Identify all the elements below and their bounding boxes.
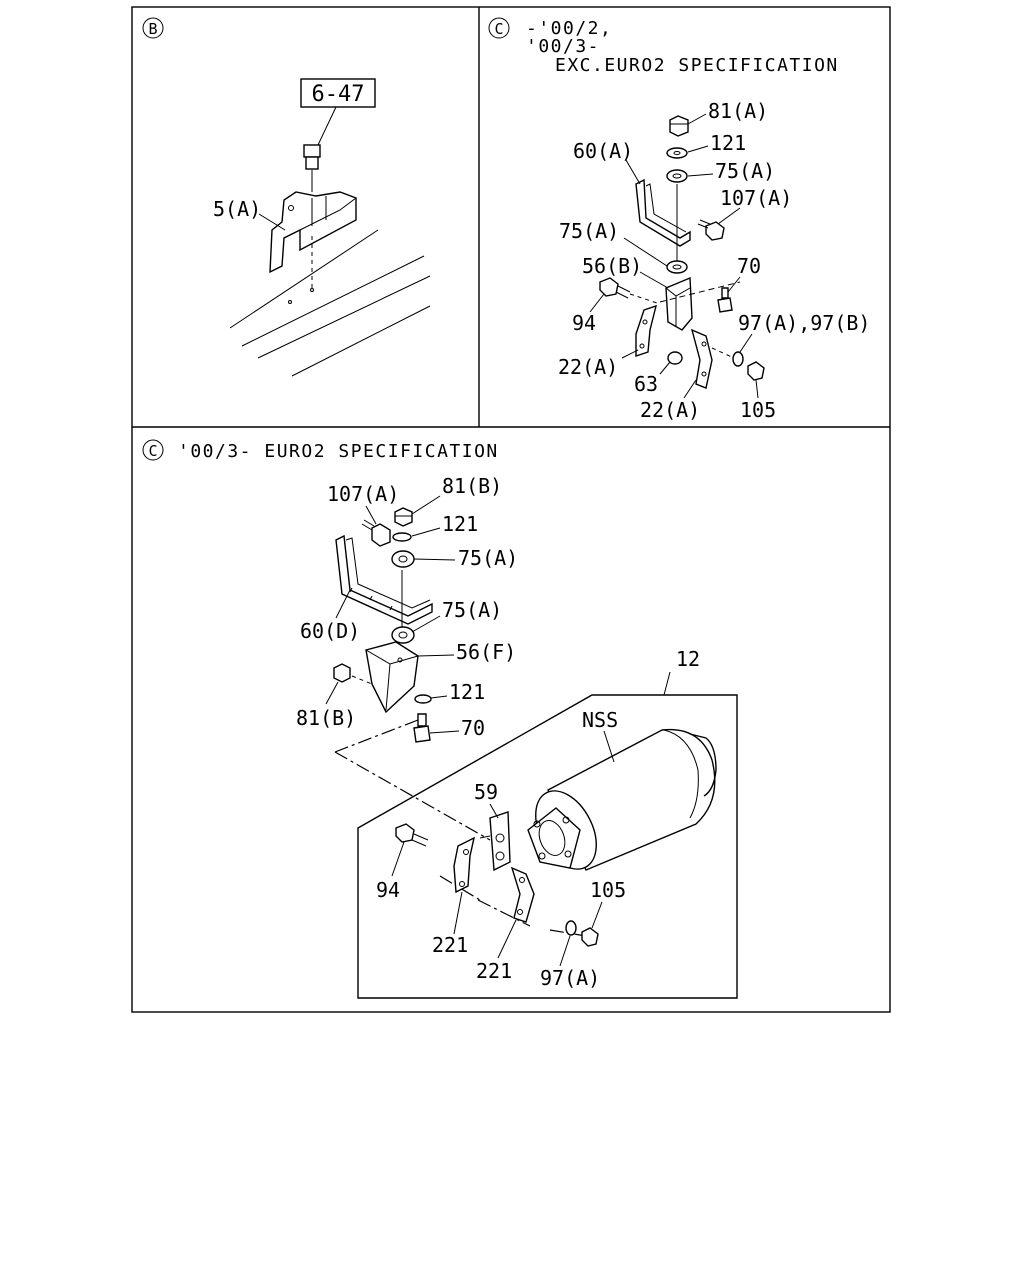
svg-text:B: B [148, 20, 157, 38]
panel-c2-header: '00/3- EURO2 SPECIFICATION [178, 441, 499, 462]
bracket-5a-icon [269, 191, 357, 292]
panel-c-exc-euro2: C -'00/2, '00/3- EXC.EURO2 SPECIFICATION [488, 17, 870, 422]
label-12: 12 [676, 647, 700, 671]
label-94: 94 [572, 311, 596, 335]
label-105: 105 [590, 878, 626, 902]
panel-c1-header-line-2: '00/3- [526, 36, 600, 57]
label-75a-top: 75(A) [458, 546, 518, 570]
cushion-75a-top-icon [666, 169, 688, 183]
bolt-icon [303, 144, 321, 192]
label-70: 70 [737, 254, 761, 278]
label-75a-mid: 75(A) [559, 219, 619, 243]
label-97a: 97(A) [540, 966, 600, 990]
label-60d: 60(D) [300, 619, 360, 643]
label-nss: NSS [582, 708, 618, 732]
bolt-70-icon [413, 713, 431, 743]
panel-c1-header-line-1: -'00/2, [526, 18, 612, 39]
bolt-107a-icon [697, 219, 725, 241]
clamp-22a-right-icon [690, 328, 735, 389]
label-59: 59 [474, 780, 498, 804]
label-22a-left: 22(A) [558, 355, 618, 379]
label-81b-left: 81(B) [296, 706, 356, 730]
cushion-75a-mid-icon [666, 260, 688, 274]
label-221-b: 221 [476, 959, 512, 983]
bolt-94-icon [599, 277, 661, 305]
svg-text:6-47: 6-47 [312, 82, 365, 107]
bolt-70-icon [717, 287, 733, 313]
panel-c2-marker: C [142, 439, 164, 461]
nut-81b-top-icon [394, 507, 413, 527]
bracket-59-icon [479, 811, 511, 872]
label-107a: 107(A) [720, 186, 792, 210]
label-75a-mid: 75(A) [442, 598, 502, 622]
panel-c1-marker: C [488, 17, 510, 39]
washer-97a-icon [565, 920, 577, 936]
label-75a-top: 75(A) [715, 159, 775, 183]
label-221-a: 221 [432, 933, 468, 957]
label-97a-97b: 97(A),97(B) [738, 311, 870, 335]
label-81b-top: 81(B) [442, 474, 502, 498]
muffler-nss-icon [527, 728, 717, 871]
nut-105-icon [747, 361, 765, 381]
label-63: 63 [634, 372, 658, 396]
cushion-75a-top-icon [391, 550, 415, 568]
clamp-221-b-icon [510, 866, 535, 923]
reference-box-6-47: 6-47 [300, 78, 376, 146]
nut-81a-icon [669, 115, 689, 137]
bracket-60a-icon [635, 178, 691, 262]
cushion-75a-mid-icon [391, 626, 415, 644]
bracket-60d-icon [335, 534, 433, 628]
bracket-56b-icon [665, 276, 693, 331]
svg-text:C: C [148, 442, 157, 460]
label-60a: 60(A) [573, 139, 633, 163]
washer-121-icon [666, 147, 688, 159]
label-121-mid: 121 [449, 680, 485, 704]
frame-rail-icon [229, 229, 431, 377]
nut-105-icon [581, 927, 599, 947]
washer-121-top-icon [392, 532, 412, 542]
clamp-221-a-icon [453, 836, 476, 894]
bracket-56f-icon [365, 641, 419, 714]
label-70: 70 [461, 716, 485, 740]
svg-text:C: C [494, 20, 503, 38]
label-121-top: 121 [442, 512, 478, 536]
bolt-107a-icon [361, 519, 391, 547]
label-105: 105 [740, 398, 776, 422]
panel-b: B 6-47 5(A) [142, 17, 431, 377]
label-121: 121 [710, 131, 746, 155]
clamp-22a-left-icon [635, 304, 657, 357]
label-56f: 56(F) [456, 640, 516, 664]
label-56b: 56(B) [582, 254, 642, 278]
label-22a-right: 22(A) [640, 398, 700, 422]
panel-c1-header-line-3: EXC.EURO2 SPECIFICATION [555, 55, 839, 76]
muffler-detail-frame [357, 671, 738, 999]
bolt-94-icon [395, 823, 429, 847]
label-81a: 81(A) [708, 99, 768, 123]
label-107a: 107(A) [327, 482, 399, 506]
washer-121-mid-icon [414, 694, 432, 704]
label-94: 94 [376, 878, 400, 902]
diagram-frame [131, 6, 891, 1013]
nut-63-icon [667, 351, 683, 365]
label-5a: 5(A) [213, 197, 261, 221]
panel-b-marker: B [142, 17, 164, 39]
washer-97-icon [732, 351, 744, 367]
nut-81b-left-icon [333, 663, 373, 685]
panel-c-euro2: C '00/3- EURO2 SPECIFICATION [142, 439, 738, 999]
